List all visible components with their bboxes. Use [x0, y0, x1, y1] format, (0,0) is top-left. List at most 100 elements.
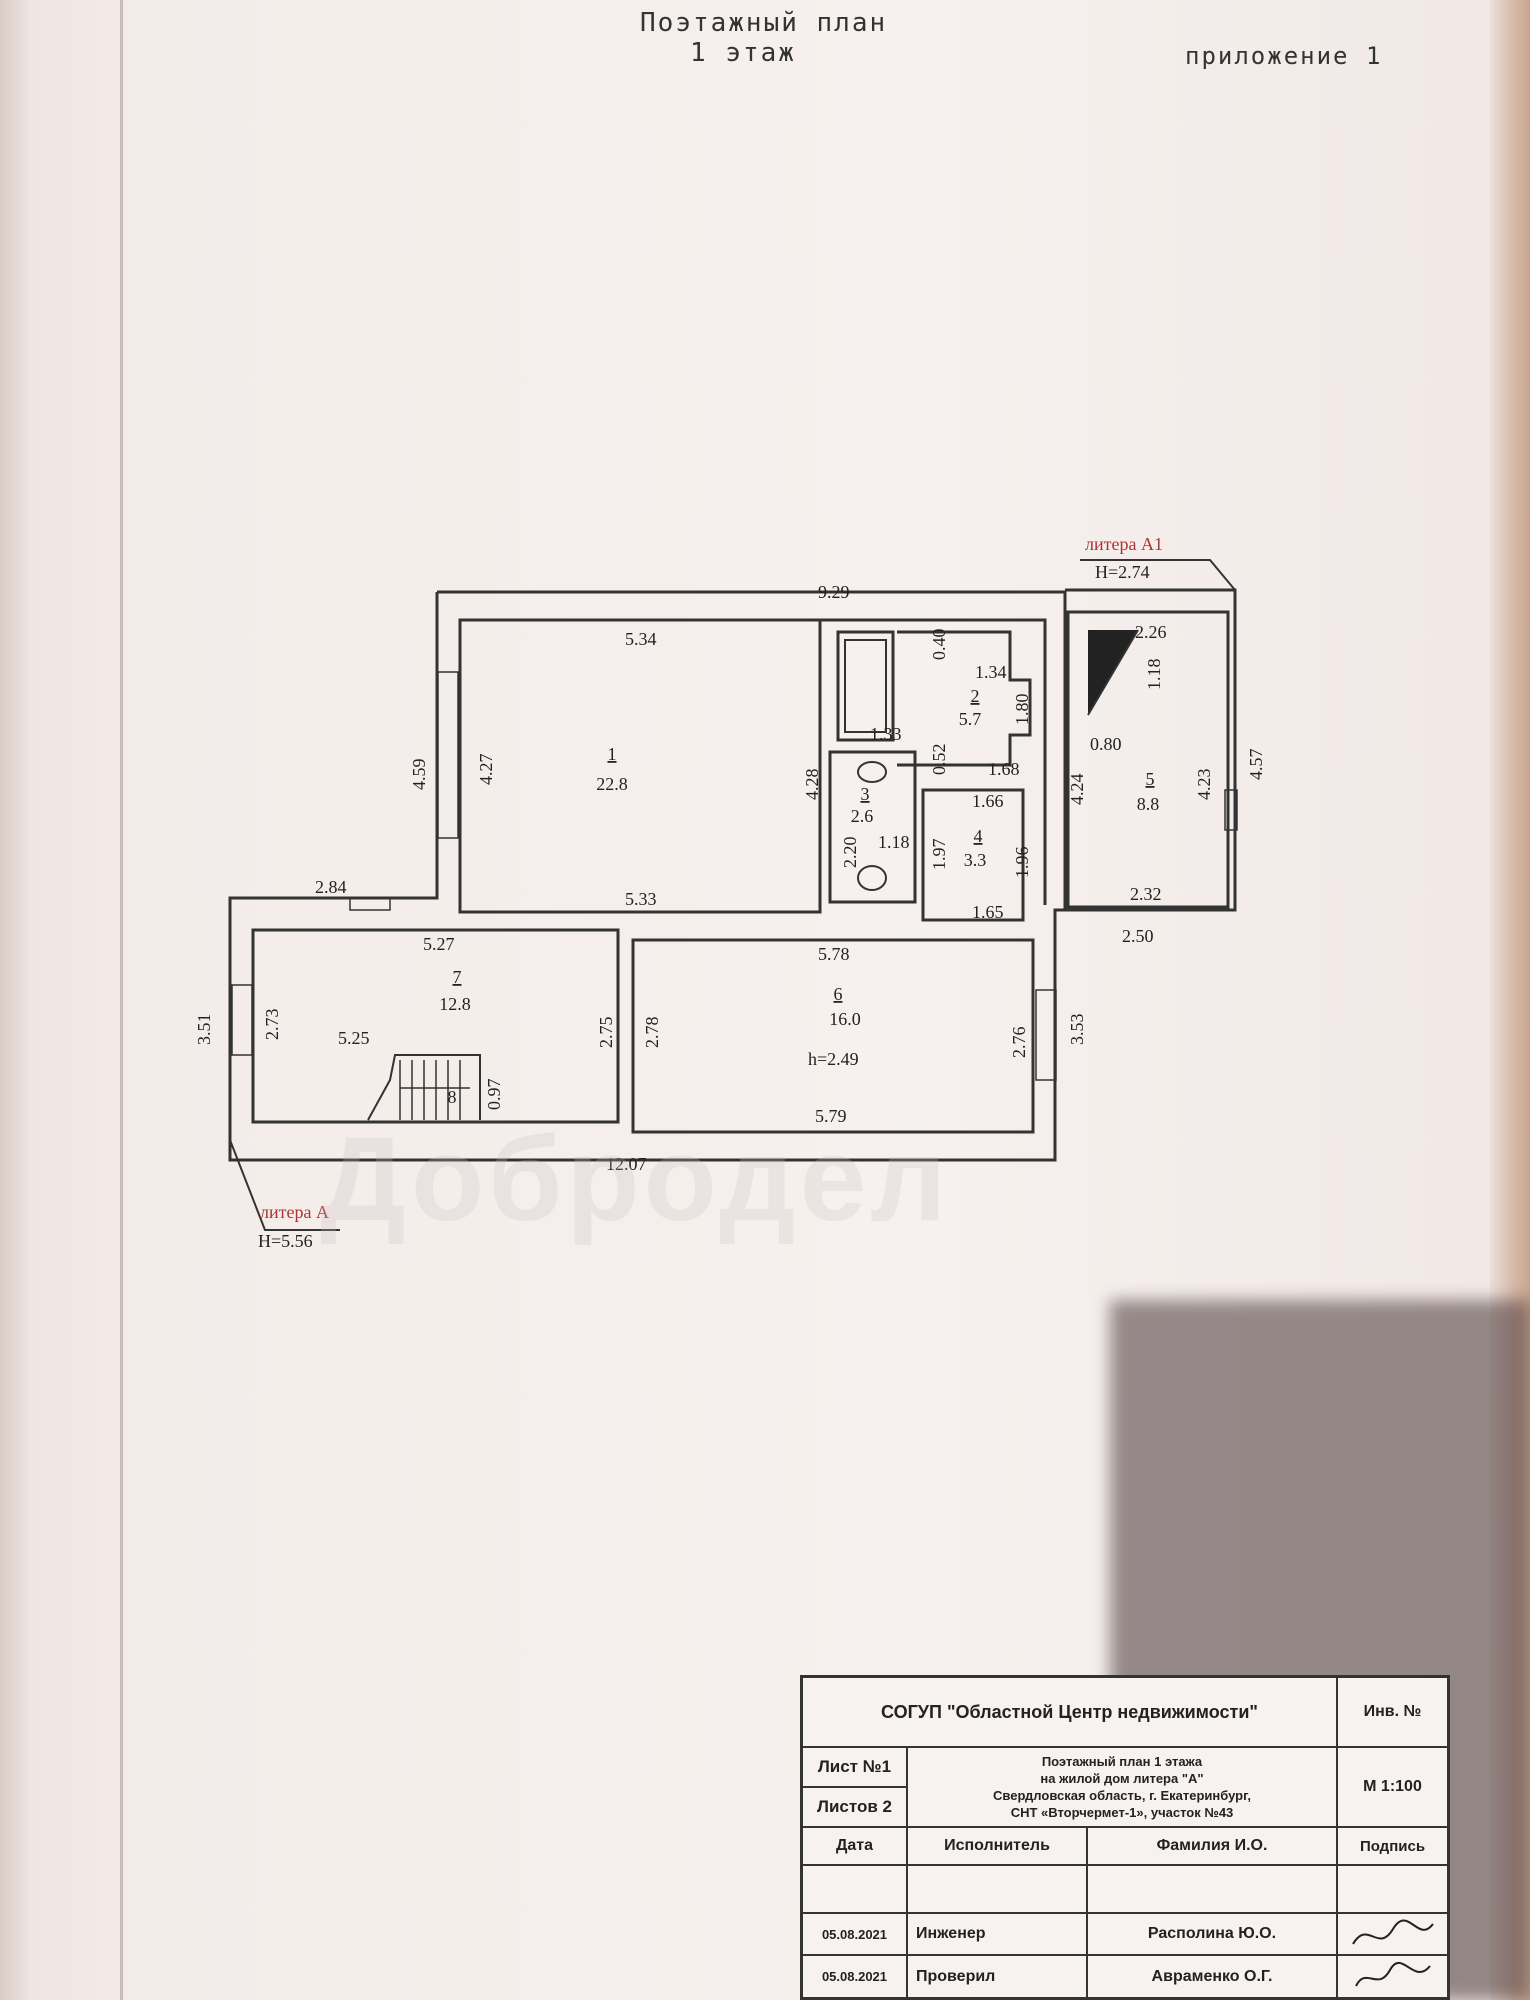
empty-cell: [1088, 1866, 1338, 1914]
room-area: 12.8: [439, 994, 471, 1014]
empty-cell: [803, 1866, 908, 1914]
height-a1-label: H=2.74: [1095, 562, 1150, 582]
room-number: 1: [608, 744, 617, 764]
window: [1224, 789, 1238, 831]
dim-label: 3.51: [194, 1014, 214, 1046]
height-a-label: H=5.56: [258, 1231, 313, 1251]
room-7-outline: [251, 928, 620, 1124]
dim-label: 4.57: [1246, 749, 1266, 781]
dim-label: 2.73: [262, 1009, 282, 1041]
dim-label: 5.27: [423, 934, 455, 954]
room-4-outline: [921, 788, 1025, 922]
room-area: 16.0: [829, 1009, 861, 1029]
room-number: 5: [1146, 769, 1155, 789]
room-number: 7: [453, 967, 462, 987]
room-number: 2: [971, 686, 980, 706]
outer-wall: [228, 590, 1067, 1162]
inv-label: Инв. №: [1338, 1678, 1447, 1748]
document-title: Поэтажный план: [640, 8, 888, 38]
room-area: 2.6: [851, 806, 874, 826]
dim-label: 1.33: [870, 724, 902, 744]
dim-label: 2.84: [315, 877, 347, 897]
window: [349, 897, 391, 911]
room-1-outline: [458, 618, 822, 914]
col-executor: Исполнитель: [908, 1828, 1088, 1866]
dim-label: 1.97: [929, 839, 949, 871]
stairs-icon: [367, 1054, 481, 1121]
row1-name: Располина Ю.О.: [1088, 1914, 1338, 1956]
dim-label: 5.25: [338, 1028, 370, 1048]
desc-line: Поэтажный план 1 этажа: [1041, 1754, 1203, 1769]
toilet-icon: [857, 865, 887, 891]
room-area: 3.3: [964, 850, 987, 870]
signature-1: [1338, 1914, 1447, 1956]
scale-label: М 1:100: [1338, 1748, 1447, 1828]
dim-label: 5.78: [818, 944, 850, 964]
dim-label: 4.24: [1067, 774, 1087, 806]
dim-label: 4.28: [802, 769, 822, 801]
toilet-icon: [857, 761, 887, 783]
room-area: 5.7: [959, 709, 982, 729]
litera-a-label: литера А: [260, 1202, 329, 1222]
sheets-count: Листов 2: [803, 1788, 908, 1828]
inner-wall: [460, 618, 1047, 905]
org-name: СОГУП "Областной Центр недвижимости": [803, 1678, 1338, 1748]
floor-label: 1 этаж: [690, 38, 796, 68]
watermark: Добродел: [320, 1112, 951, 1246]
dim-label: 9.29: [818, 582, 850, 602]
appendix-label: приложение 1: [1185, 42, 1383, 70]
empty-cell: [908, 1866, 1088, 1914]
dim-label: 0.40: [929, 629, 949, 661]
dim-label: 0.80: [1090, 734, 1122, 754]
dimension-labels: 9.29 5.34 0.40 1.34 2.26 1.18 0.80 4.59 …: [194, 582, 1266, 1174]
room-number: 8: [448, 1087, 457, 1107]
dim-label: 1.34: [975, 662, 1007, 682]
dim-label: 2.75: [596, 1017, 616, 1049]
col-signature: Подпись: [1338, 1828, 1447, 1866]
dim-label: 1.65: [972, 902, 1004, 922]
window: [1035, 989, 1057, 1081]
outer-wall-a1: [1065, 588, 1237, 912]
room-area: 22.8: [596, 774, 628, 794]
room-area: 8.8: [1137, 794, 1160, 814]
room-height-label: h=2.49: [808, 1049, 859, 1069]
desc-line: Свердловская область, г. Екатеринбург,: [993, 1788, 1251, 1803]
dim-label: 5.34: [625, 629, 657, 649]
room-2-outline: [897, 630, 1032, 767]
dim-label: 2.26: [1135, 622, 1167, 642]
room-number: 6: [834, 984, 843, 1004]
room-number: 3: [861, 784, 870, 804]
dim-label: 4.27: [476, 754, 496, 786]
empty-cell: [1338, 1866, 1447, 1914]
dim-label: 2.32: [1130, 884, 1162, 904]
col-name: Фамилия И.О.: [1088, 1828, 1338, 1866]
bathtub-icon: [836, 630, 895, 742]
dim-label: 2.78: [642, 1017, 662, 1049]
dim-label: 12.07: [606, 1154, 647, 1174]
title-block: СОГУП "Областной Центр недвижимости" Инв…: [800, 1675, 1450, 2000]
row1-role: Инженер: [908, 1914, 1088, 1956]
dim-label: 2.20: [840, 837, 860, 869]
dim-label: 1.80: [1012, 694, 1032, 726]
room-5-outline: [1066, 610, 1230, 909]
sheet-number: Лист №1: [803, 1748, 908, 1788]
dim-label: 0.97: [484, 1079, 504, 1111]
signature-icon: [1351, 1919, 1434, 1945]
dim-label: 1.18: [878, 832, 910, 852]
dim-label: 2.50: [1122, 926, 1154, 946]
plan-description: Поэтажный план 1 этажа на жилой дом лите…: [908, 1748, 1338, 1828]
dim-label: 0.52: [929, 744, 949, 776]
row1-date: 05.08.2021: [803, 1914, 908, 1956]
row2-role: Проверил: [908, 1956, 1088, 1997]
room-3-outline: [828, 750, 917, 904]
col-date: Дата: [803, 1828, 908, 1866]
dim-label: 4.59: [409, 759, 429, 791]
dim-label: 5.33: [625, 889, 657, 909]
litera-a1-label: литера А1: [1085, 534, 1163, 554]
signature-2: [1338, 1956, 1447, 1997]
dim-label: 1.96: [1012, 847, 1032, 879]
room-6-outline: [631, 938, 1035, 1134]
window: [231, 984, 253, 1056]
dim-label: 1.66: [972, 791, 1004, 811]
